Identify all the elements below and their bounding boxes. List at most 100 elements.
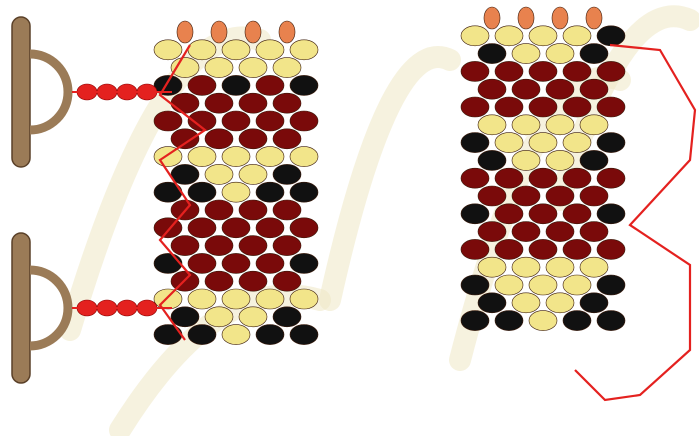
bead-dark-red bbox=[546, 222, 574, 242]
bead-yellow bbox=[580, 115, 608, 135]
bead-yellow bbox=[222, 289, 250, 309]
bead-yellow bbox=[154, 40, 182, 60]
bead-dark-red bbox=[495, 97, 523, 117]
bead-dark-red bbox=[529, 61, 557, 81]
bead-black bbox=[597, 133, 625, 153]
bead-yellow bbox=[529, 133, 557, 153]
bead-dark-red bbox=[256, 218, 284, 238]
bead-yellow bbox=[563, 275, 591, 295]
bead-yellow bbox=[273, 58, 301, 78]
bead-yellow bbox=[154, 147, 182, 167]
bead-black bbox=[171, 307, 199, 327]
bead-dark-red bbox=[205, 236, 233, 256]
bead-yellow bbox=[239, 164, 267, 184]
bead-dark-red bbox=[529, 168, 557, 188]
bead-dark-red bbox=[495, 61, 523, 81]
bead-yellow bbox=[529, 26, 557, 46]
bead-dark-red bbox=[205, 129, 233, 149]
bead-black bbox=[563, 311, 591, 331]
bead-dark-red bbox=[563, 204, 591, 224]
bead-orange bbox=[245, 21, 261, 43]
bead-black bbox=[597, 275, 625, 295]
bead-black bbox=[222, 75, 250, 95]
bead-orange bbox=[586, 7, 602, 29]
bead-yellow bbox=[256, 40, 284, 60]
bead-yellow bbox=[205, 307, 233, 327]
bead-dark-red bbox=[512, 79, 540, 99]
bead-dark-red bbox=[512, 186, 540, 206]
bead-yellow bbox=[512, 44, 540, 64]
bead-orange bbox=[177, 21, 193, 43]
bead-black bbox=[154, 253, 182, 273]
bead-dark-red bbox=[188, 75, 216, 95]
bead-black bbox=[478, 44, 506, 64]
bead-yellow bbox=[239, 58, 267, 78]
bead-dark-red bbox=[154, 111, 182, 131]
bead-dark-red bbox=[273, 236, 301, 256]
bead-black bbox=[256, 325, 284, 345]
bead-yellow bbox=[546, 44, 574, 64]
bead-black bbox=[256, 182, 284, 202]
right-bead-diagram bbox=[461, 7, 695, 400]
bead-yellow bbox=[512, 257, 540, 277]
bead-dark-red bbox=[529, 239, 557, 259]
bead-yellow bbox=[205, 58, 233, 78]
bead-dark-red bbox=[478, 79, 506, 99]
bead-dark-red bbox=[546, 186, 574, 206]
bead-dark-red bbox=[188, 253, 216, 273]
bead-black bbox=[290, 182, 318, 202]
bead-dark-red bbox=[563, 97, 591, 117]
toggle-ring bbox=[30, 54, 68, 130]
bead-black bbox=[188, 325, 216, 345]
bead-yellow bbox=[495, 133, 523, 153]
bead-dark-red bbox=[239, 129, 267, 149]
bead-dark-red bbox=[290, 218, 318, 238]
bead-dark-red bbox=[597, 97, 625, 117]
bead-dark-red bbox=[461, 97, 489, 117]
bead-black bbox=[273, 307, 301, 327]
bead-yellow bbox=[222, 40, 250, 60]
bead-yellow bbox=[563, 26, 591, 46]
bead-dark-red bbox=[171, 236, 199, 256]
bead-yellow bbox=[188, 289, 216, 309]
bead-yellow bbox=[529, 311, 557, 331]
bead-yellow bbox=[461, 26, 489, 46]
bead-dark-red bbox=[529, 204, 557, 224]
bead-dark-red bbox=[205, 93, 233, 113]
bead-black bbox=[597, 26, 625, 46]
bead-black bbox=[461, 311, 489, 331]
bead-yellow bbox=[239, 307, 267, 327]
bead-yellow bbox=[529, 275, 557, 295]
bead-dark-red bbox=[256, 75, 284, 95]
bead-dark-red bbox=[563, 61, 591, 81]
bead-yellow bbox=[222, 325, 250, 345]
bead-dark-red bbox=[222, 253, 250, 273]
bead-dark-red bbox=[563, 239, 591, 259]
bead-yellow bbox=[546, 293, 574, 313]
bead-dark-red bbox=[461, 239, 489, 259]
bead-yellow bbox=[478, 115, 506, 135]
bead-dark-red bbox=[239, 236, 267, 256]
bead-dark-red bbox=[239, 200, 267, 220]
bead-yellow bbox=[478, 257, 506, 277]
bead-orange bbox=[279, 21, 295, 43]
bead-dark-red bbox=[478, 186, 506, 206]
bead-yellow bbox=[546, 150, 574, 170]
bead-black bbox=[188, 182, 216, 202]
bead-dark-red bbox=[597, 168, 625, 188]
bead-black bbox=[290, 75, 318, 95]
bead-dark-red bbox=[205, 200, 233, 220]
bead-dark-red bbox=[290, 111, 318, 131]
bead-black bbox=[580, 293, 608, 313]
bead-yellow bbox=[512, 150, 540, 170]
bead-yellow bbox=[546, 115, 574, 135]
bead-black bbox=[273, 164, 301, 184]
bead-dark-red bbox=[188, 218, 216, 238]
bead-black bbox=[154, 325, 182, 345]
bead-black bbox=[580, 150, 608, 170]
bead-dark-red bbox=[495, 168, 523, 188]
bead-dark-red bbox=[222, 111, 250, 131]
bead-dark-red bbox=[256, 253, 284, 273]
bead-yellow bbox=[290, 147, 318, 167]
